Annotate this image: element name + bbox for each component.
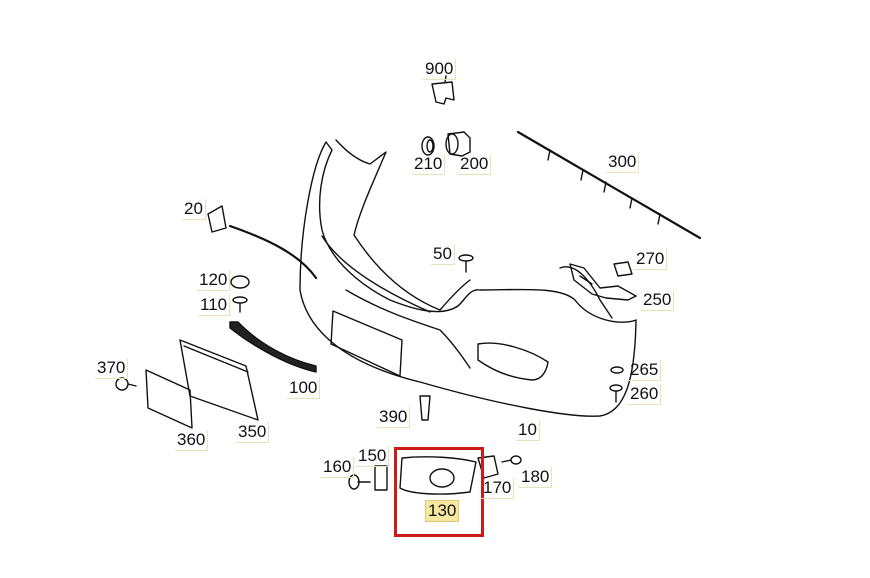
callout-265[interactable]: 265 <box>628 360 662 381</box>
callout-150[interactable]: 150 <box>356 446 390 467</box>
part-300-wiring-harness[interactable] <box>516 130 702 240</box>
part-120-cap[interactable] <box>230 275 250 289</box>
callout-250[interactable]: 250 <box>641 290 675 311</box>
part-265-washer[interactable] <box>610 366 624 374</box>
callout-210[interactable]: 210 <box>412 154 446 175</box>
callout-200[interactable]: 200 <box>458 154 492 175</box>
part-390-push-clip[interactable] <box>419 395 431 421</box>
part-130-foglamp-bezel[interactable] <box>399 456 477 495</box>
part-210-grommet[interactable] <box>421 136 435 156</box>
part-360-license-plate[interactable] <box>145 369 193 429</box>
callout-360[interactable]: 360 <box>175 430 209 451</box>
part-20-towhook-cover[interactable] <box>207 205 318 280</box>
callout-100[interactable]: 100 <box>287 378 321 399</box>
callout-270[interactable]: 270 <box>634 249 668 270</box>
part-180-screw[interactable] <box>501 455 522 465</box>
part-900-label-sticker[interactable] <box>431 75 455 105</box>
callout-20[interactable]: 20 <box>182 199 206 220</box>
part-110-clip[interactable] <box>232 296 248 313</box>
callout-50[interactable]: 50 <box>431 244 455 265</box>
callout-160[interactable]: 160 <box>321 457 355 478</box>
callout-350[interactable]: 350 <box>236 422 270 443</box>
callout-900[interactable]: 900 <box>423 59 457 80</box>
callout-120[interactable]: 120 <box>197 270 231 291</box>
callout-170[interactable]: 170 <box>481 478 515 499</box>
part-370-screw[interactable] <box>115 377 137 391</box>
part-10-bumper-cover[interactable] <box>299 139 637 417</box>
part-100-lower-grille[interactable] <box>229 321 317 373</box>
part-270-clip[interactable] <box>613 261 633 277</box>
part-260-screw[interactable] <box>609 384 623 403</box>
callout-260[interactable]: 260 <box>628 384 662 405</box>
callout-180[interactable]: 180 <box>519 467 553 488</box>
selected-part-highlight <box>394 447 484 537</box>
callout-370[interactable]: 370 <box>95 358 129 379</box>
callout-390[interactable]: 390 <box>377 407 411 428</box>
part-50-screw[interactable] <box>458 254 474 273</box>
part-150-nut-clip[interactable] <box>374 465 388 491</box>
callout-10[interactable]: 10 <box>516 420 540 441</box>
part-250-side-bracket[interactable] <box>569 263 637 301</box>
part-200-parking-sensor[interactable] <box>445 131 471 157</box>
callout-110[interactable]: 110 <box>198 295 231 316</box>
callout-130-selected[interactable]: 130 <box>425 500 460 522</box>
callout-300[interactable]: 300 <box>606 152 640 173</box>
part-350-plate-bracket[interactable] <box>179 339 259 421</box>
